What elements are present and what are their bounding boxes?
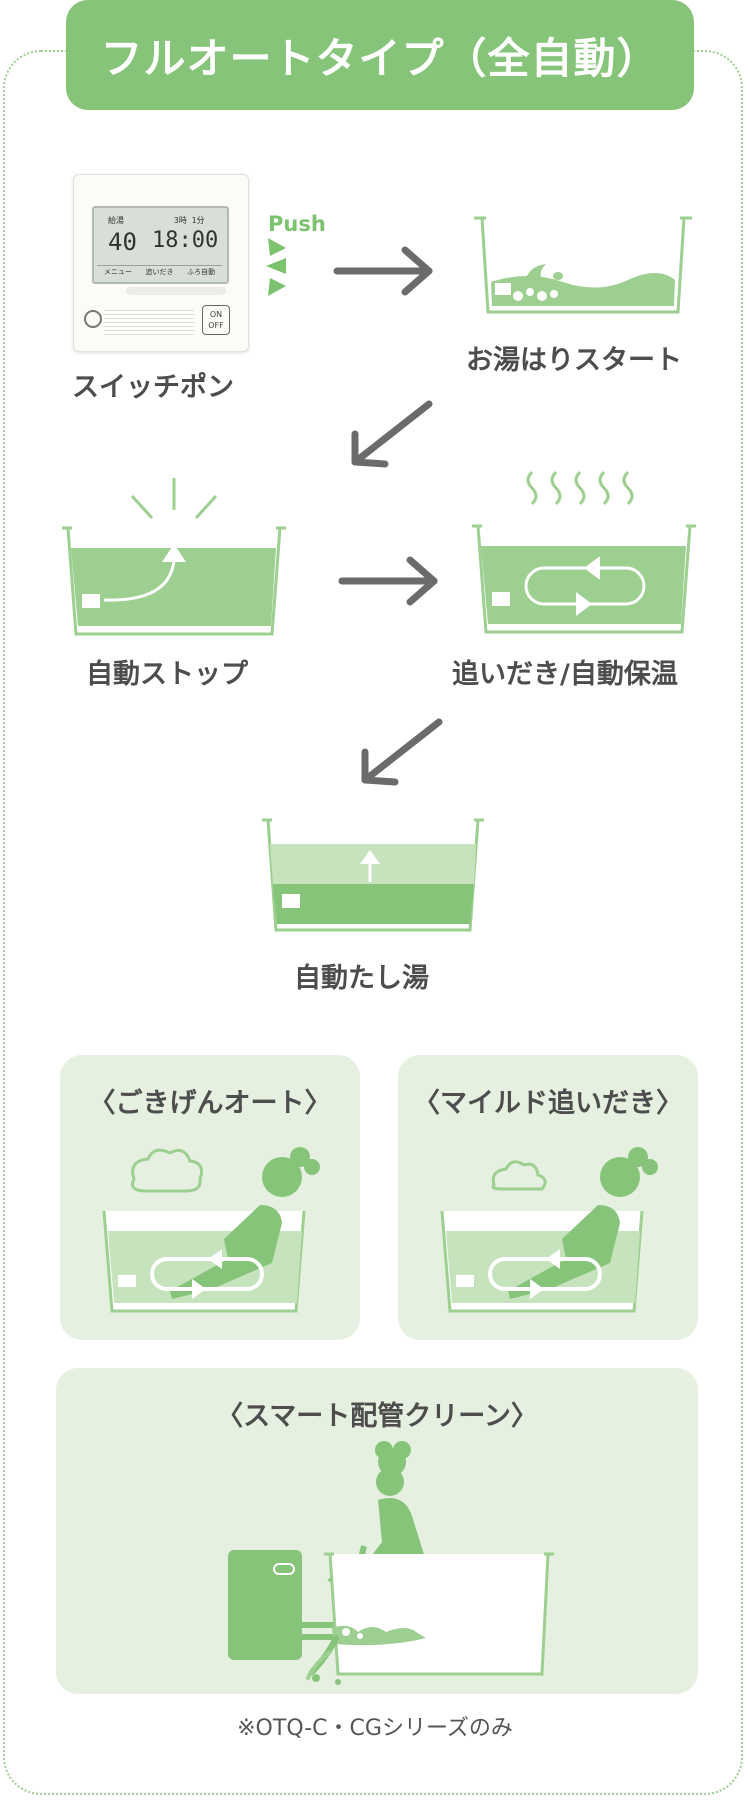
feature-panel-smart-clean: 〈スマート配管クリーン〉	[56, 1368, 698, 1694]
screen-time: 18:00	[152, 228, 219, 253]
arrow-down-left-icon	[351, 400, 433, 468]
bathtub-reheat-icon	[472, 470, 696, 634]
feature-title-smart-clean: 〈スマート配管クリーン〉	[216, 1401, 538, 1432]
remote-button-row	[126, 287, 226, 295]
arrow-right-icon	[333, 246, 433, 296]
screen-temp: 40	[108, 228, 137, 256]
remote-logo-icon	[84, 310, 102, 328]
screen-label-time: 3時 1分	[174, 216, 205, 225]
feature-panel-gokigen: 〈ごきげんオート〉	[60, 1055, 360, 1340]
feature-title-mild: 〈マイルド追いだき〉	[413, 1088, 683, 1119]
bathtub-auto-add-icon	[262, 818, 484, 932]
menu-item: 追いだき	[145, 268, 174, 276]
step-label-auto-add: 自動たし湯	[294, 963, 429, 994]
arrow-down-left-icon	[361, 718, 443, 786]
arrow-right-icon	[338, 556, 438, 606]
menu-item: ふろ自動	[187, 268, 216, 276]
menu-item: メニュー	[103, 268, 132, 276]
feature-panel-mild: 〈マイルド追いだき〉	[398, 1055, 698, 1340]
pipe-cleaning-icon	[228, 1441, 554, 1685]
feature-title-gokigen: 〈ごきげんオート〉	[88, 1088, 332, 1119]
push-rays-icon	[266, 238, 286, 296]
step-label-reheat: 追いだき/自動保温	[452, 659, 678, 690]
bathing-person-icon	[102, 1147, 320, 1313]
on-off-button[interactable]: ON OFF	[202, 305, 230, 335]
remote-controller: 給湯 3時 1分 40 18:00 メニュー 追いだき ふろ自動 ON OFF	[73, 174, 249, 352]
bathtub-auto-stop-icon	[62, 478, 286, 636]
step-label-switch-on: スイッチポン	[72, 372, 234, 403]
step-label-fill-start: お湯はりスタート	[466, 345, 682, 376]
push-label: Push	[268, 212, 326, 236]
footnote: ※OTQ-C・CGシリーズのみ	[237, 1716, 513, 1741]
step-label-auto-stop: 自動ストップ	[86, 659, 248, 690]
screen-label-temp: 給湯	[108, 216, 124, 225]
on-off-button-on: ON	[209, 310, 223, 319]
remote-screen: 給湯 3時 1分 40 18:00 メニュー 追いだき ふろ自動	[92, 206, 229, 284]
page-title: フルオートタイプ（全自動）	[66, 0, 694, 110]
bathtub-filling-icon	[474, 216, 692, 314]
bathing-person-icon	[440, 1147, 658, 1313]
remote-fine-print	[104, 307, 194, 335]
on-off-button-off: OFF	[208, 321, 224, 330]
screen-menu-bar: メニュー 追いだき ふろ自動	[97, 265, 222, 278]
